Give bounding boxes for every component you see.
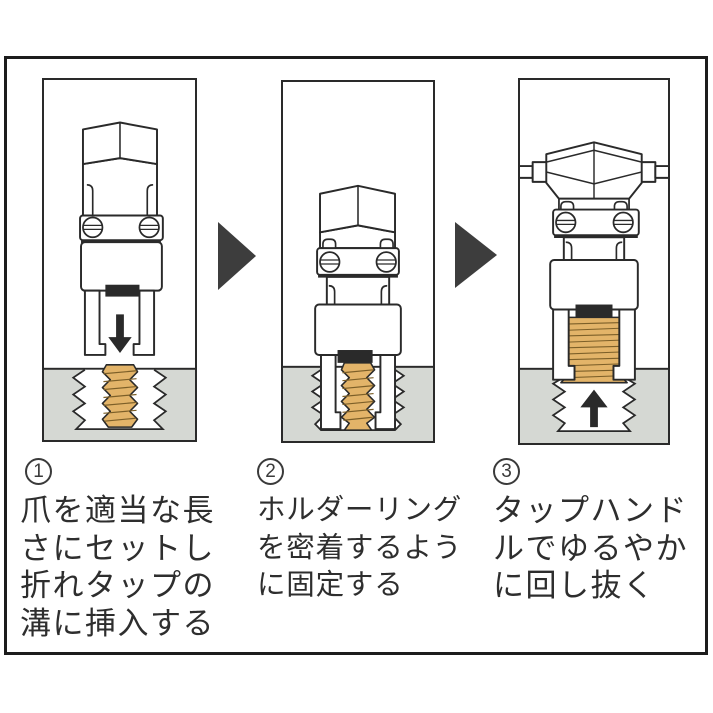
step2-extractor-tool <box>314 184 402 431</box>
pull-up-arrow <box>580 389 608 428</box>
caption-line: ルでゆるやか <box>493 530 688 566</box>
step3-number: 3 <box>501 461 512 482</box>
caption-line: を密着するよう <box>257 531 463 564</box>
caption-line: 折れタップの <box>20 568 215 603</box>
step3-caption-text: タップハンド ルでゆるやか に回し抜く <box>493 492 707 605</box>
step2-illustration <box>283 184 433 441</box>
caption-line: に固定する <box>257 569 404 601</box>
caption-line: ホルダーリング <box>257 494 463 526</box>
broken-tap <box>340 362 376 431</box>
step3-number-badge: 3 <box>493 458 520 485</box>
caption-line: タップハンド <box>493 493 688 528</box>
step1-workpiece <box>44 364 195 440</box>
caption-line: 溝に挿入する <box>20 605 215 641</box>
step1-caption: 1 爪を適当な長 さにセットし 折れタップの 溝に挿入する <box>20 458 242 642</box>
step1-caption-text: 爪を適当な長 さにセットし 折れタップの 溝に挿入する <box>20 492 242 642</box>
step1-number-badge: 1 <box>25 458 52 485</box>
step3-panel <box>518 78 670 445</box>
caption-line: さにセットし <box>20 530 215 566</box>
step1-number: 1 <box>33 461 44 482</box>
step1-illustration <box>44 121 195 440</box>
step2-caption: 2 ホルダーリング を密着するよう に固定する <box>257 458 479 605</box>
next-step-arrow-2 <box>455 222 497 288</box>
step2-panel <box>281 80 435 443</box>
step3-claws <box>552 304 636 381</box>
tap-handle <box>520 141 668 200</box>
step3-extractor-tool <box>520 141 668 311</box>
caption-line: 爪を適当な長 <box>20 493 215 528</box>
next-step-arrow-1 <box>218 222 256 290</box>
step1-extractor-tool <box>79 121 164 356</box>
broken-tap <box>101 364 139 428</box>
step2-number-badge: 2 <box>257 458 284 485</box>
step3-illustration <box>520 141 668 443</box>
caption-line: に回し抜く <box>493 568 656 603</box>
push-down-arrow <box>108 314 132 353</box>
step1-panel <box>42 78 197 442</box>
step2-number: 2 <box>265 461 276 482</box>
step2-caption-text: ホルダーリング を密着するよう に固定する <box>257 492 479 605</box>
step3-caption: 3 タップハンド ルでゆるやか に回し抜く <box>493 458 707 605</box>
step2-workpiece <box>283 362 433 441</box>
